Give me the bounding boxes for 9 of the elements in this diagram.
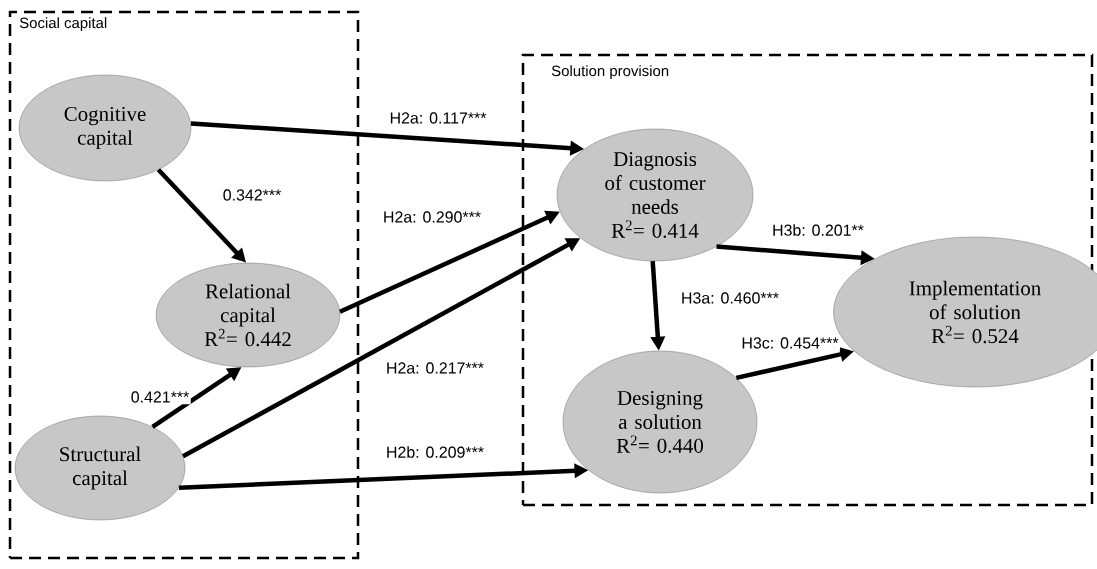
edge-label: 0.342*** <box>221 187 283 203</box>
edge-label: 0.421*** <box>129 389 191 405</box>
edge-label: H3c: 0.454*** <box>739 335 841 351</box>
edge-label: H2a: 0.217*** <box>384 360 486 376</box>
edge-label: H2a: 0.290*** <box>381 209 483 225</box>
edge-label: H3a: 0.460*** <box>679 290 781 306</box>
edge-label: H3b: 0.201** <box>770 222 866 238</box>
edge-label: H2a: 0.117*** <box>388 110 488 126</box>
edge-label: H2b: 0.209*** <box>384 444 486 460</box>
